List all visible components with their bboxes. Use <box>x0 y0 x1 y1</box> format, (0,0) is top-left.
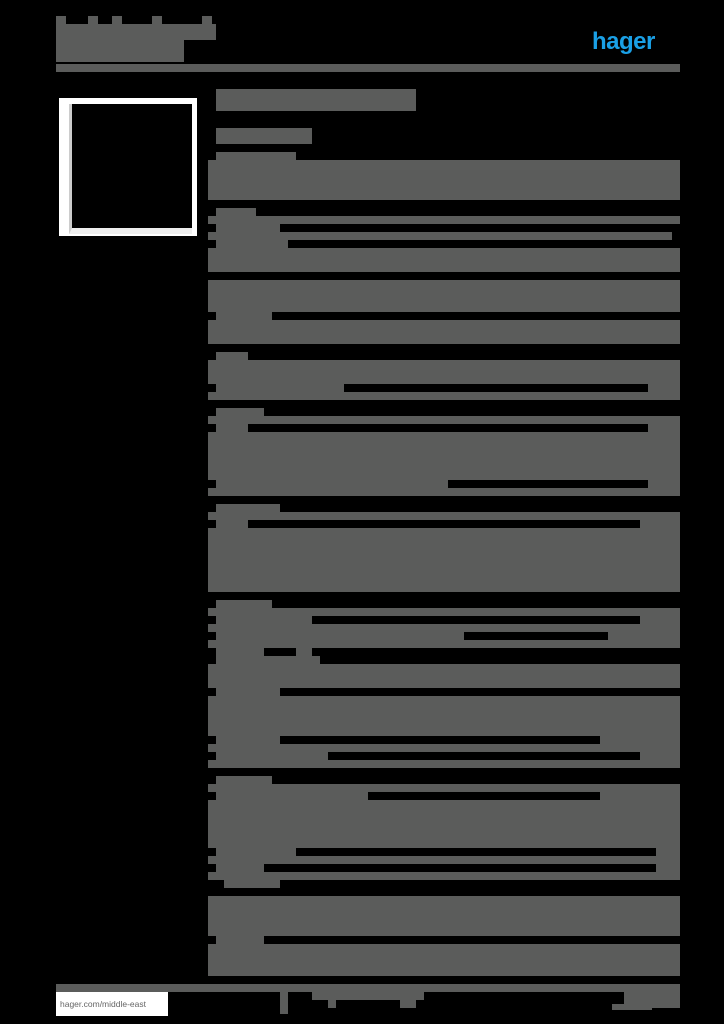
product-image-face <box>69 104 192 234</box>
footer-divider <box>56 984 680 992</box>
footer-website-link[interactable]: hager.com/middle-east <box>56 992 168 1016</box>
header-divider <box>56 64 680 72</box>
hager-logo: hager <box>592 28 655 55</box>
product-image <box>59 98 197 236</box>
